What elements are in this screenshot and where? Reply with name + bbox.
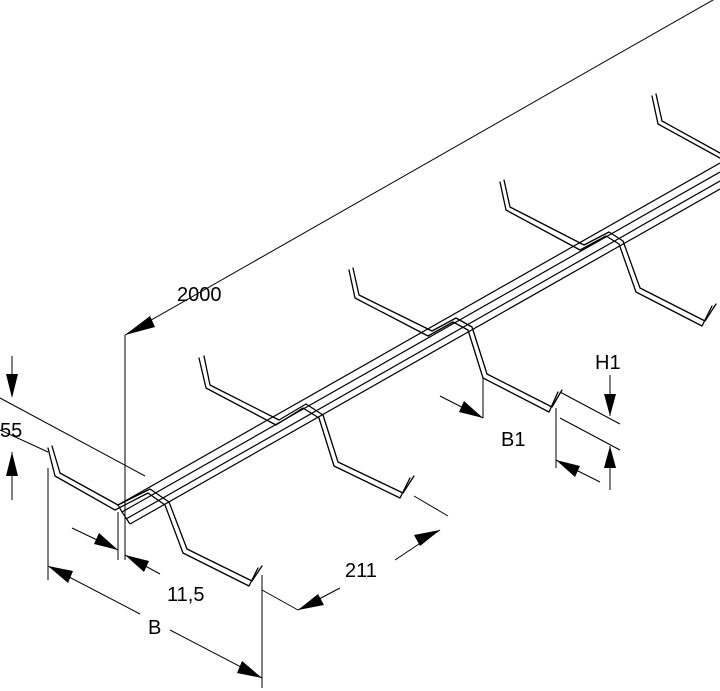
cross-wire-4 bbox=[499, 179, 717, 327]
spine-rails bbox=[117, 162, 720, 525]
label-height: 55 bbox=[0, 420, 22, 442]
dimension-height bbox=[0, 356, 146, 500]
dimension-gap bbox=[71, 512, 161, 575]
dimension-length bbox=[124, 0, 714, 560]
dimension-outer-width bbox=[47, 468, 263, 688]
dimension-flange-width bbox=[439, 378, 601, 483]
label-flange-width: B1 bbox=[501, 429, 525, 451]
label-gap: 11,5 bbox=[167, 584, 204, 606]
label-outer-width: B bbox=[148, 617, 161, 639]
dimension-inner-width bbox=[261, 495, 449, 611]
cross-wire-2 bbox=[198, 355, 415, 499]
label-length: 2000 bbox=[177, 284, 222, 306]
cross-wire-3 bbox=[348, 267, 563, 413]
cross-wire-1 bbox=[47, 445, 263, 587]
cross-wire-5 bbox=[651, 93, 720, 159]
dimension-flange-height bbox=[559, 375, 621, 490]
label-flange-height: H1 bbox=[595, 352, 621, 374]
label-inner-width: 211 bbox=[345, 560, 377, 582]
